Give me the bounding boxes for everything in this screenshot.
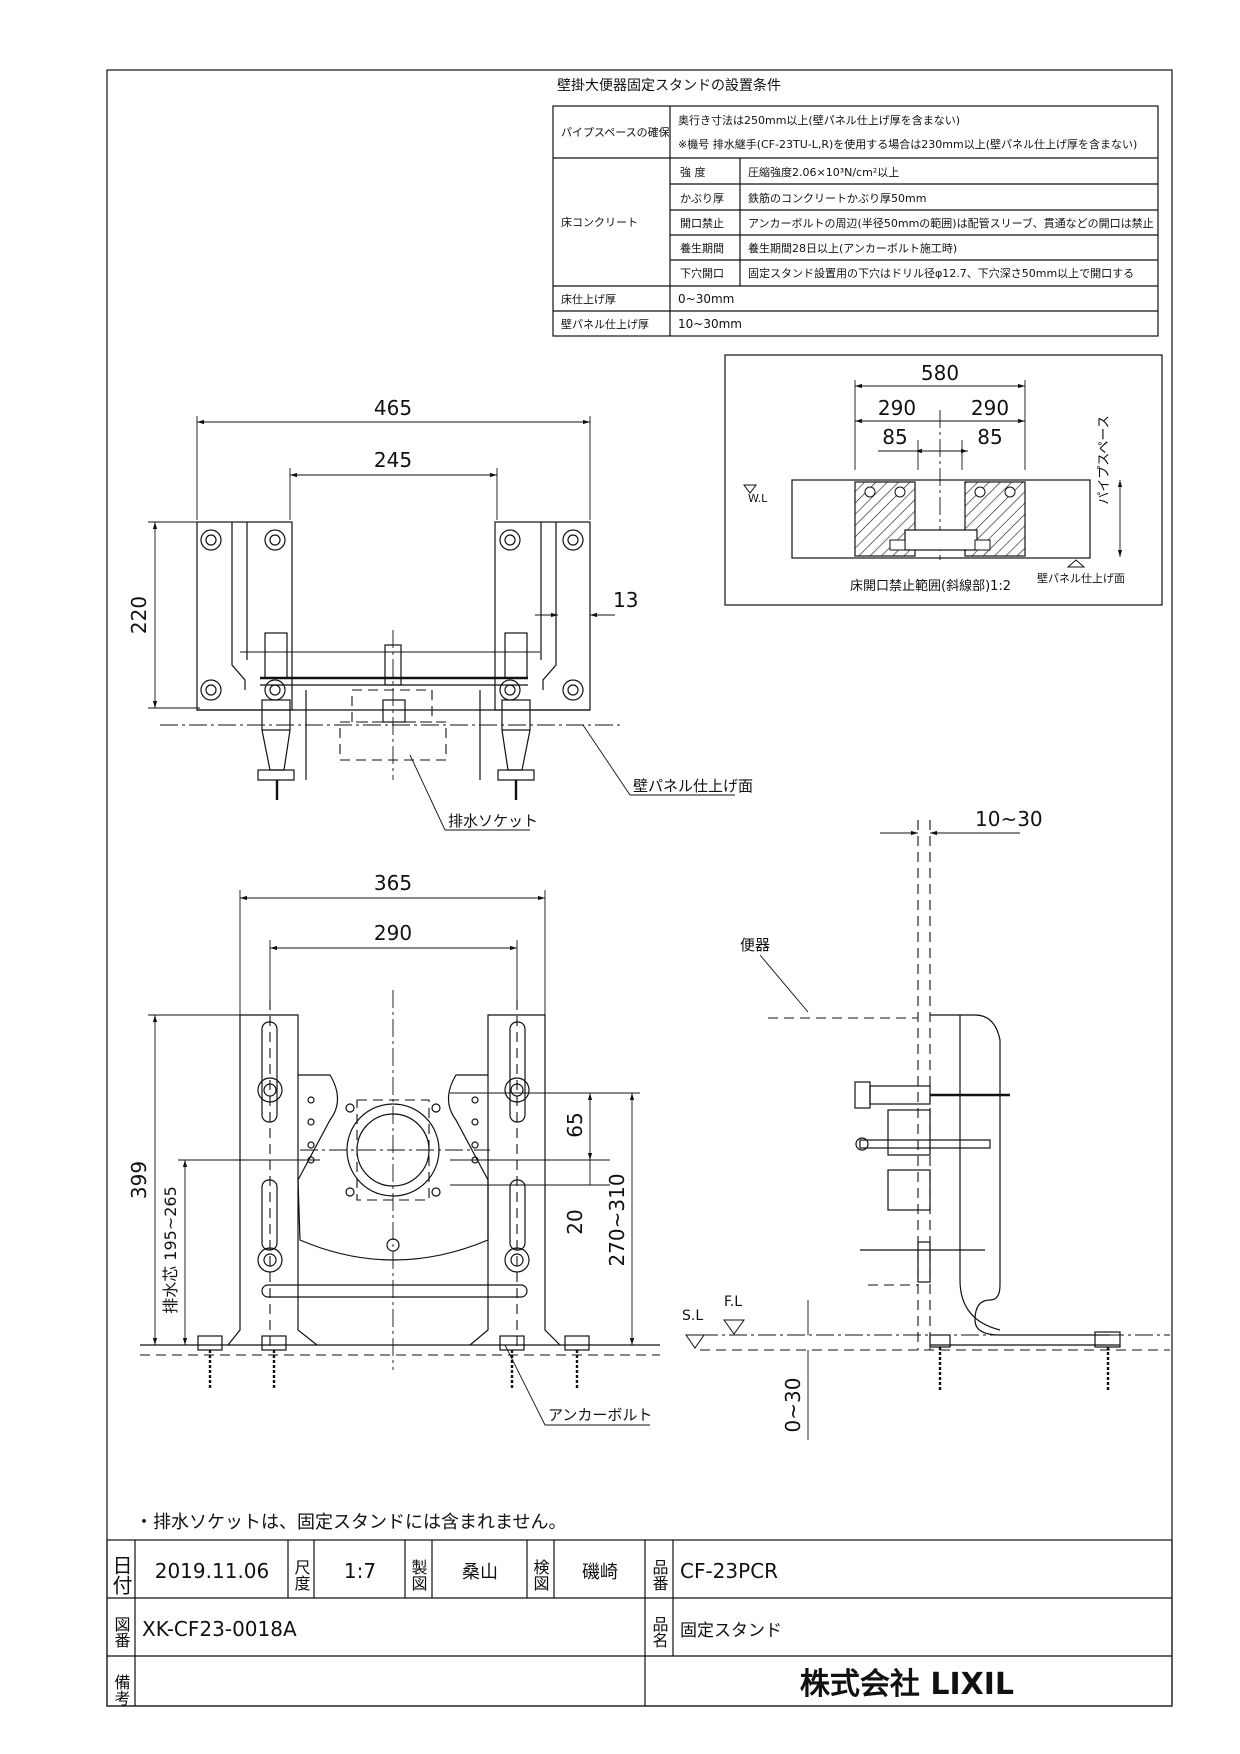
side-view: 10~30 便器 S.L F.L 0~30 <box>682 807 1170 1440</box>
label-wl: W.L <box>748 492 768 505</box>
dim-399: 399 <box>127 1161 151 1199</box>
front-anchor-bolts <box>197 1335 590 1388</box>
dim-0-30: 0~30 <box>781 1378 805 1433</box>
row-pipe-space-label: パイプスペースの確保 <box>561 125 670 139</box>
dim-10-30: 10~30 <box>975 807 1043 831</box>
concrete-item-cover: かぶり厚 <box>680 192 724 205</box>
tb-checked-label: 検図 <box>531 1559 550 1591</box>
tb-remarks-label: 備考 <box>112 1674 131 1707</box>
dim-85-right: 85 <box>977 425 1002 449</box>
detail-caption: 床開口禁止範囲(斜線部)1:2 <box>850 578 1011 594</box>
label-wall-panel-finish: 壁パネル仕上げ面 <box>633 777 753 795</box>
note-drain-socket: ・排水ソケットは、固定スタンドには含まれません。 <box>135 1512 566 1533</box>
tb-product-no: CF-23PCR <box>680 1559 778 1583</box>
dim-290-left: 290 <box>878 396 916 420</box>
dim-85-left: 85 <box>882 425 907 449</box>
anchor-bolt-heads <box>200 529 584 701</box>
concrete-item-curing: 養生期間 <box>680 241 724 255</box>
label-fl: F.L <box>724 1294 742 1310</box>
tb-date: 2019.11.06 <box>155 1559 270 1583</box>
row-floor-finish-label: 床仕上げ厚 <box>561 292 616 306</box>
concrete-item-opening: 開口禁止 <box>680 217 724 230</box>
row-floor-finish-text: 0~30mm <box>678 292 734 306</box>
concrete-item-strength: 強 度 <box>680 165 706 179</box>
tb-drawn: 桑山 <box>462 1562 498 1583</box>
concrete-text-opening: アンカーボルトの周辺(半径50mmの範囲)は配管スリーブ、貫通などの開口は禁止 <box>748 216 1154 230</box>
dim-290-front: 290 <box>374 921 412 945</box>
tb-checked: 磯崎 <box>582 1562 618 1583</box>
label-pipe-space: パイプスペース <box>1097 415 1112 504</box>
dim-270-310: 270~310 <box>605 1173 629 1266</box>
front-view: 365 290 399 排水芯 195~265 <box>127 871 660 1426</box>
dim-drain-center: 排水芯 195~265 <box>161 1186 180 1314</box>
concrete-text-pilot-hole: 固定スタンド設置用の下穴はドリル径φ12.7、下穴深さ50mm以上で開口する <box>748 266 1134 280</box>
tb-drawing-no-label: 図番 <box>112 1616 131 1648</box>
concrete-text-strength: 圧縮強度2.06×10³N/cm²以上 <box>748 165 899 179</box>
concrete-text-cover: 鉄筋のコンクリートかぶり厚50mm <box>748 191 926 205</box>
row-wall-finish-text: 10~30mm <box>678 317 742 331</box>
installation-conditions-table: 壁掛大便器固定スタンドの設置条件 パイプスペースの確保 奥行き寸法は250mm以… <box>552 77 1159 337</box>
plan-view: 465 245 220 <box>127 396 753 831</box>
tb-date-label: 日付 <box>109 1555 133 1595</box>
row-pipe-space-text1: 奥行き寸法は250mm以上(壁パネル仕上げ厚を含まない) <box>678 113 960 127</box>
label-drain-socket: 排水ソケット <box>448 812 538 830</box>
tb-drawn-label: 製図 <box>409 1559 428 1591</box>
label-wall-finish-detail: 壁パネル仕上げ面 <box>1037 571 1125 585</box>
dim-465: 465 <box>374 396 412 420</box>
dim-65: 65 <box>563 1112 587 1137</box>
no-opening-detail-view: 580 290 290 85 85 W.L パイプスペース 床開口禁止範囲(斜線… <box>724 354 1163 606</box>
tb-product-no-label: 品番 <box>650 1559 669 1591</box>
tb-product-name-label: 品名 <box>650 1616 669 1648</box>
tb-scale-label: 尺度 <box>292 1559 311 1591</box>
title-block: 日付 2019.11.06 尺度 1:7 製図 桑山 検図 磯崎 品番 CF-2… <box>106 1539 1173 1707</box>
label-toilet: 便器 <box>740 936 770 954</box>
sheet-border <box>106 69 1173 1707</box>
label-sl: S.L <box>682 1308 703 1324</box>
dim-290-right: 290 <box>971 396 1009 420</box>
dim-245: 245 <box>374 448 412 472</box>
company-logo: 株式会社 LIXIL <box>800 1667 1014 1702</box>
dim-365: 365 <box>374 871 412 895</box>
dim-580: 580 <box>921 361 959 385</box>
row-pipe-space-text2: ※機号 排水継手(CF-23TU-L,R)を使用する場合は230mm以上(壁パネ… <box>678 137 1137 151</box>
row-concrete-label: 床コンクリート <box>561 215 638 229</box>
row-wall-finish-label: 壁パネル仕上げ厚 <box>561 317 649 331</box>
dim-20: 20 <box>563 1209 587 1234</box>
tb-drawing-no: XK-CF23-0018A <box>142 1617 297 1641</box>
label-anchor-bolt: アンカーボルト <box>548 1406 652 1424</box>
dim-220: 220 <box>127 596 151 634</box>
tb-scale: 1:7 <box>344 1559 376 1583</box>
conditions-title: 壁掛大便器固定スタンドの設置条件 <box>557 77 781 94</box>
tb-product-name: 固定スタンド <box>680 1621 782 1641</box>
concrete-text-curing: 養生期間28日以上(アンカーボルト施工時) <box>748 241 957 255</box>
concrete-item-pilot-hole: 下穴開口 <box>680 266 724 280</box>
dim-13: 13 <box>613 588 638 612</box>
